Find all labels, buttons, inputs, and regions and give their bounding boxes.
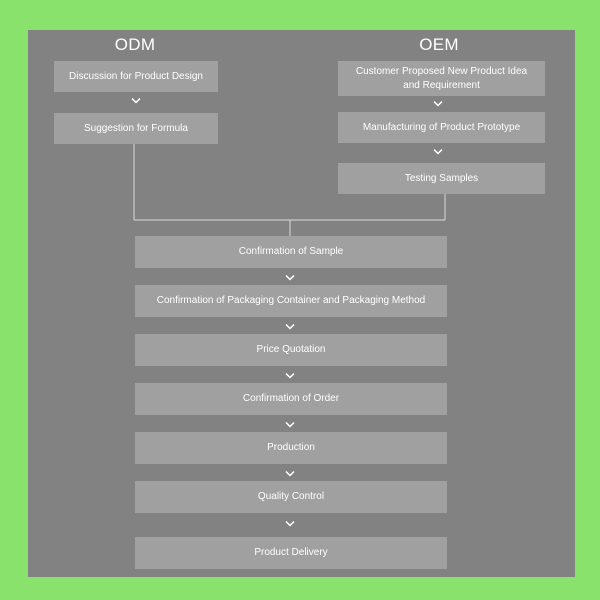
chevron-down-icon	[131, 97, 141, 104]
chevron-down-icon	[285, 470, 295, 477]
step-confirmation-packaging: Confirmation of Packaging Container and …	[135, 285, 447, 317]
oem-step-prototype: Manufacturing of Product Prototype	[338, 112, 545, 143]
chevron-down-icon	[285, 274, 295, 281]
connector-lines	[133, 144, 446, 236]
chevron-down-icon	[285, 421, 295, 428]
chevron-down-icon	[433, 148, 443, 155]
chevron-down-icon	[285, 323, 295, 330]
step-price-quotation: Price Quotation	[135, 334, 447, 366]
step-quality-control: Quality Control	[135, 481, 447, 513]
oem-heading: OEM	[419, 35, 459, 54]
chevron-down-icon	[433, 100, 443, 107]
flowchart-panel: ODM OEM Discussion for Product Design Su…	[28, 30, 575, 577]
odm-step-discussion-design: Discussion for Product Design	[54, 61, 218, 92]
oem-step-testing-samples: Testing Samples	[338, 163, 545, 194]
oem-step-customer-idea: Customer Proposed New Product Idea and R…	[338, 61, 545, 96]
odm-heading: ODM	[114, 35, 156, 54]
step-confirmation-order: Confirmation of Order	[135, 383, 447, 415]
chevron-down-icon	[285, 372, 295, 379]
odm-step-formula-suggestion: Suggestion for Formula	[54, 113, 218, 144]
step-product-delivery: Product Delivery	[135, 537, 447, 569]
step-confirmation-sample: Confirmation of Sample	[135, 236, 447, 268]
chevron-down-icon	[285, 520, 295, 527]
step-production: Production	[135, 432, 447, 464]
